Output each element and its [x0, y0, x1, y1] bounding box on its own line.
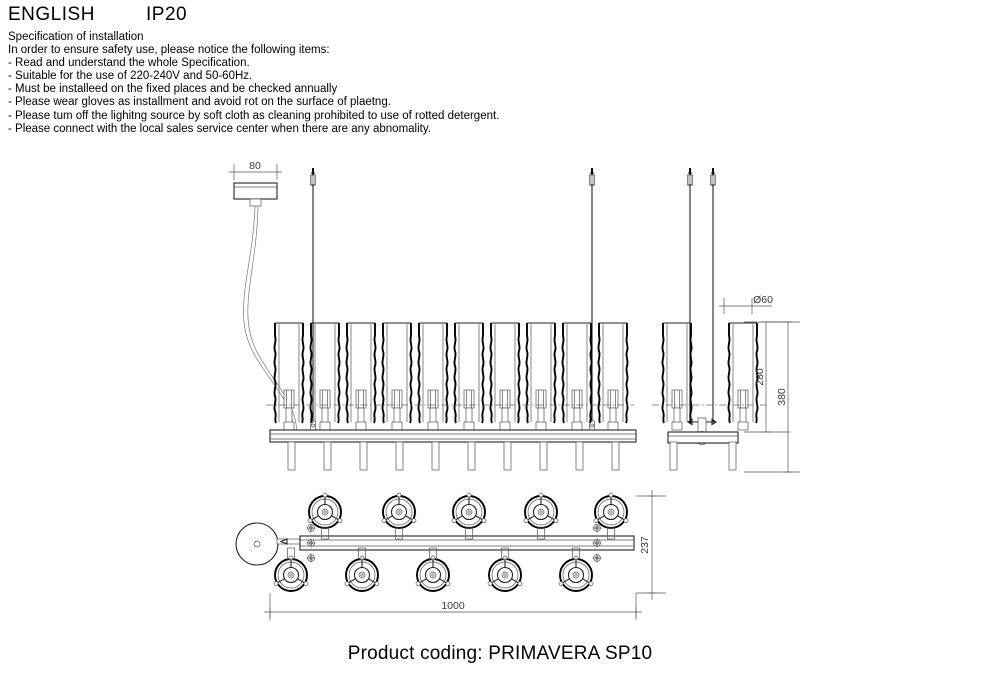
- plan-lamp: [593, 492, 629, 529]
- plan-rail: [299, 535, 635, 551]
- plan-lamp: [381, 492, 417, 529]
- shade-row: [273, 322, 629, 431]
- pendant-shade: [561, 322, 593, 431]
- plan-lamp-row-bottom: [273, 547, 594, 592]
- specification-block: Specification of installation In order t…: [8, 31, 708, 136]
- plan-lamp: [307, 492, 343, 529]
- plan-depth-dimension: 237: [636, 490, 666, 600]
- spec-title: Specification of installation: [8, 31, 144, 43]
- spec-item: - Suitable for the use of 220-240V and 5…: [8, 70, 253, 83]
- plan-lamp: [344, 555, 380, 592]
- side-elevation-view: [652, 167, 768, 471]
- pendant-shade: [309, 322, 341, 431]
- dim-total-drop: 380: [776, 388, 788, 406]
- pendant-shade: [525, 322, 557, 431]
- suspension-cable-side-right: [709, 167, 717, 422]
- spec-intro: In order to ensure safety use, please no…: [8, 44, 330, 57]
- plan-view: 237 1000: [235, 490, 666, 620]
- plan-lamp: [415, 555, 451, 592]
- language-label: ENGLISH: [8, 4, 95, 25]
- spec-item: - Must be installeed on the fixed places…: [8, 83, 338, 96]
- pendant-shade: [273, 322, 305, 431]
- dim-overall-depth: 237: [639, 536, 651, 554]
- pendant-shade: [489, 322, 521, 431]
- pendant-shade: [453, 322, 485, 431]
- dim-shade-height: 280: [754, 368, 766, 386]
- spec-item: - Please wear gloves as installment and …: [8, 96, 391, 109]
- pendant-shade: [417, 322, 449, 431]
- rail-droppers: [287, 441, 620, 471]
- dim-canopy-width: 80: [249, 160, 261, 172]
- technical-drawing: 80: [0, 150, 1000, 640]
- side-rail: [667, 431, 739, 471]
- pendant-shade: [661, 322, 693, 431]
- plan-lamp: [487, 555, 523, 592]
- front-elevation-view: [266, 167, 637, 471]
- plan-lamp: [451, 492, 487, 529]
- ip-rating-label: IP20: [146, 4, 188, 25]
- pendant-shade: [345, 322, 377, 431]
- drawing-canvas: 80: [229, 160, 800, 620]
- plan-lamp-row-top: [307, 492, 629, 540]
- pendant-shade: [381, 322, 413, 431]
- dim-shade-diameter: Ø60: [753, 294, 773, 306]
- pendant-shade: [597, 322, 629, 431]
- spec-item: - Please connect with the local sales se…: [8, 122, 431, 135]
- dim-overall-length: 1000: [441, 600, 465, 612]
- product-coding-label: Product coding: PRIMAVERA SP10: [347, 643, 653, 664]
- plan-length-dimension: 1000: [264, 593, 642, 620]
- elevation-dimension-set: Ø60 280 380: [719, 294, 800, 473]
- mounting-rail: [269, 429, 637, 443]
- plan-lamp: [558, 555, 594, 592]
- spec-item: - Please tum off the lighitng source by …: [8, 109, 500, 122]
- plan-lamp: [523, 492, 559, 529]
- plan-lamp: [273, 555, 309, 592]
- spec-item: - Read and understand the whole Specific…: [8, 57, 250, 70]
- plan-ceiling-plate: [235, 522, 279, 566]
